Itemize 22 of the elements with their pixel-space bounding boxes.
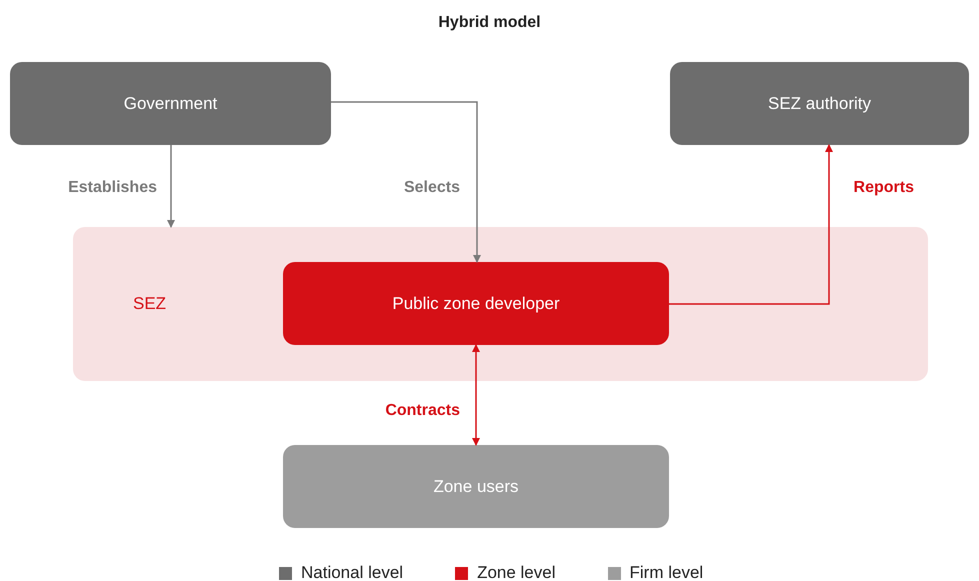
arrow: [669, 144, 833, 305]
edge-label: Selects: [404, 179, 460, 197]
node-label: Public zone developer: [392, 294, 560, 314]
process-box: [283, 262, 669, 345]
arrow: [331, 101, 481, 263]
node-label: Government: [124, 94, 218, 114]
node-label: SEZ authority: [768, 94, 871, 114]
arrow: [472, 344, 480, 446]
legend-label: National level: [301, 563, 404, 581]
node-label: Zone users: [433, 476, 519, 496]
process-box: [670, 62, 969, 145]
edge-label: Reports: [854, 179, 914, 197]
diagram-title: Hybrid model: [437, 14, 542, 32]
legend-label: Firm level: [630, 563, 704, 581]
node-label: SEZ: [133, 293, 166, 315]
arrow: [167, 145, 175, 228]
legend-label: Zone level: [477, 563, 556, 581]
zone-band: [73, 227, 928, 381]
edge-label: Contracts: [385, 402, 460, 420]
process-box: [283, 445, 669, 528]
edge-label: Establishes: [68, 179, 157, 197]
process-box: [10, 62, 331, 145]
